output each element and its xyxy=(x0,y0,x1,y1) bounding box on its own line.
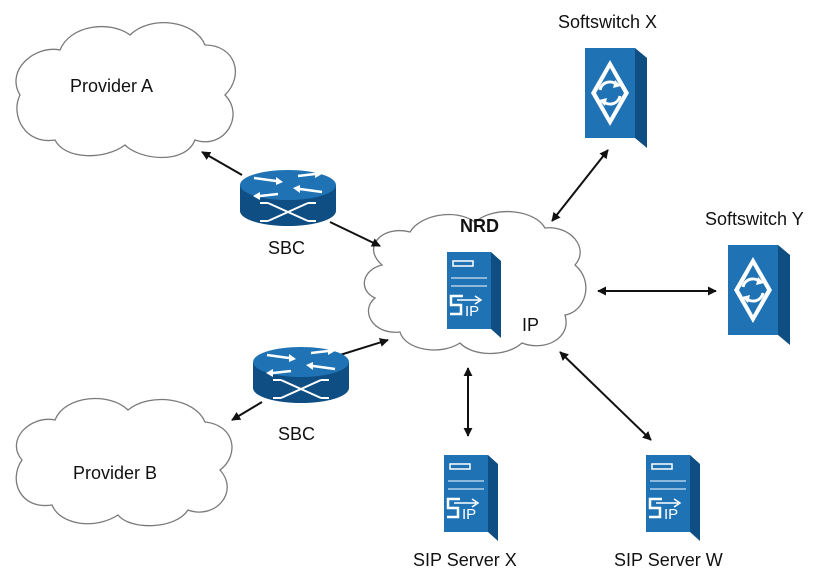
softswitch-x-icon xyxy=(585,48,647,148)
sip-server-w-icon: IP xyxy=(646,455,700,541)
softswitch-y-label: Softswitch Y xyxy=(705,209,804,229)
provider-a-cloud xyxy=(15,22,236,159)
sip-text: IP xyxy=(664,506,678,523)
nrd-label: NRD xyxy=(460,216,499,236)
arrow-sbc-provider-b xyxy=(231,401,263,421)
sbc-upper-router-icon xyxy=(240,170,336,226)
arrow-nrd-sbc-lower xyxy=(339,338,389,356)
ip-label: IP xyxy=(522,315,540,335)
nrd-sip-server-icon: IP xyxy=(447,252,501,338)
provider-b-label: Provider B xyxy=(73,463,158,483)
sbc-upper-label: SBC xyxy=(268,238,306,258)
sip-server-x-icon: IP xyxy=(444,455,498,541)
sbc-lower-label: SBC xyxy=(278,424,316,444)
arrow-provider-a-sbc xyxy=(201,151,243,176)
sip-server-w-label: SIP Server W xyxy=(614,550,723,570)
arrow-sbc-nrd-upper xyxy=(329,221,381,247)
softswitch-y-icon xyxy=(728,245,790,345)
softswitch-x-label: Softswitch X xyxy=(558,12,658,32)
arrow-nrd-sip-server-w xyxy=(559,351,652,441)
sip-text: IP xyxy=(462,506,476,523)
sip-server-x-label: SIP Server X xyxy=(413,550,517,570)
sbc-lower-router-icon xyxy=(253,347,349,403)
arrow-nrd-softswitch-x xyxy=(551,149,609,222)
provider-b-cloud xyxy=(15,397,233,527)
provider-a-label: Provider A xyxy=(70,76,154,96)
sip-text: IP xyxy=(465,303,479,320)
